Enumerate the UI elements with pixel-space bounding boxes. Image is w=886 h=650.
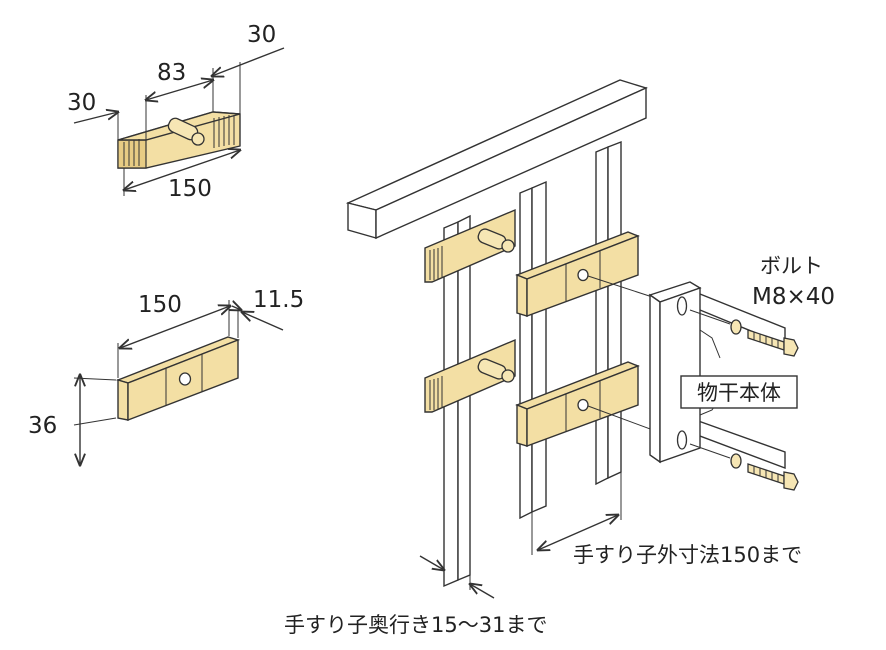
bracket bbox=[648, 281, 786, 470]
main-body-label: 物干本体 bbox=[697, 381, 781, 405]
dim-plate-thickness: 11.5 bbox=[253, 287, 304, 313]
bolt-upper-icon bbox=[689, 309, 799, 357]
dim-top-right: 30 bbox=[247, 22, 276, 48]
dimension-lines-plate bbox=[73, 300, 284, 465]
bolt-size-label: M8×40 bbox=[752, 284, 835, 310]
main-body-label-box: 物干本体 bbox=[680, 375, 798, 409]
dimension-lines-top bbox=[73, 47, 285, 196]
dim-top-length: 150 bbox=[168, 176, 212, 202]
dim-plate-height: 36 bbox=[28, 413, 57, 439]
outer-dimension-label: 手すり子外寸法150まで bbox=[573, 543, 802, 567]
front-plate-lower bbox=[515, 361, 640, 448]
back-spacer-lower bbox=[424, 338, 516, 413]
depth-label: 手すり子奥行き15〜31まで bbox=[284, 613, 547, 637]
flat-plate bbox=[115, 336, 241, 422]
bolt-lower-icon bbox=[689, 443, 799, 491]
dimension-outer-width bbox=[531, 472, 622, 555]
dimension-depth bbox=[419, 555, 495, 599]
front-plate-upper bbox=[515, 231, 640, 318]
back-spacer-upper bbox=[424, 208, 516, 283]
dim-top-left: 30 bbox=[67, 90, 96, 116]
bolt-icon bbox=[167, 117, 205, 146]
top-handrail bbox=[345, 79, 648, 240]
handrail-assembly bbox=[345, 79, 799, 588]
dim-top-middle: 83 bbox=[157, 60, 186, 86]
spacer-block-top-view bbox=[117, 111, 241, 169]
dim-plate-length: 150 bbox=[138, 292, 182, 318]
bolt-name-label: ボルト bbox=[760, 254, 823, 278]
